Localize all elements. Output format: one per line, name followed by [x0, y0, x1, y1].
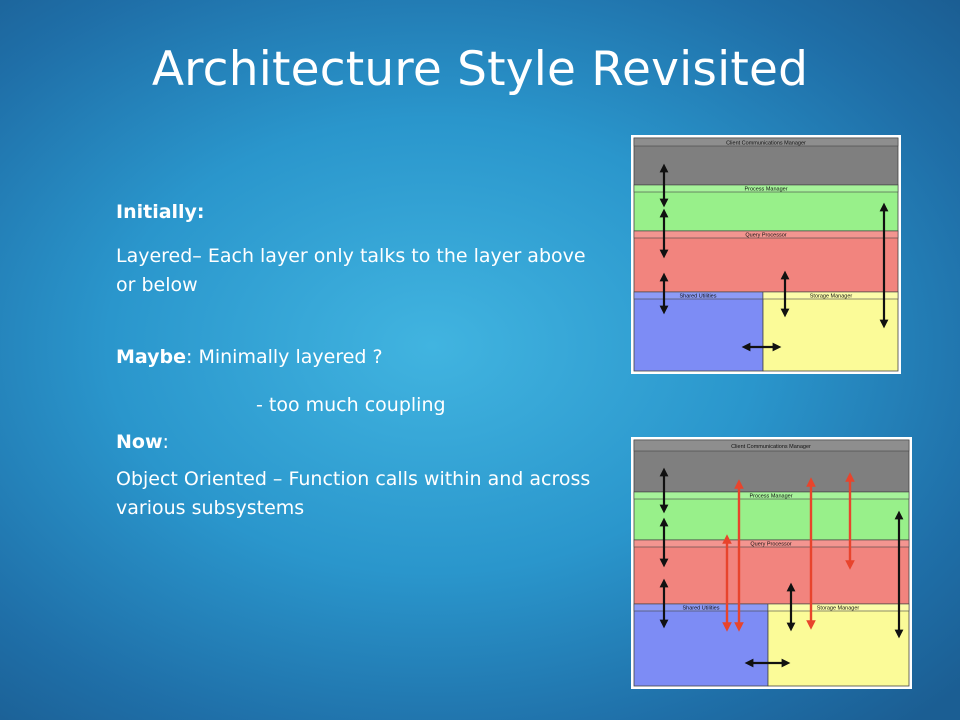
- query-label: Query Processor: [750, 542, 791, 548]
- shared-label: Shared Utilities: [680, 294, 717, 300]
- coupling-text: - too much coupling: [256, 394, 446, 416]
- initially-label: Initially:: [116, 201, 205, 223]
- process-header: [633, 184, 899, 193]
- client-label: Client Communications Manager: [726, 141, 806, 147]
- object-oriented-architecture-diagram: Client Communications Manager Process Ma…: [631, 437, 912, 689]
- process-header: [633, 491, 910, 500]
- process-label: Process Manager: [744, 187, 787, 193]
- maybe-line: Maybe: Minimally layered ?: [116, 343, 383, 372]
- process-manager-box: [633, 184, 899, 232]
- shared-utilities-box: [633, 603, 769, 687]
- client-header: [633, 439, 910, 452]
- now-line: Now:: [116, 428, 169, 457]
- client-label: Client Communications Manager: [731, 444, 811, 450]
- layered-architecture-diagram: Client Communications Manager Process Ma…: [631, 135, 901, 374]
- process-label: Process Manager: [749, 494, 792, 500]
- maybe-label: Maybe: [116, 346, 187, 368]
- query-processor-box: [633, 539, 910, 605]
- client-header: [633, 137, 899, 147]
- slide-title: Architecture Style Revisited: [151, 42, 809, 97]
- query-processor-box: [633, 230, 899, 293]
- layered-text: Layered– Each layer only talks to the la…: [116, 245, 586, 296]
- shared-utilities-box: [633, 291, 764, 372]
- storage-label: Storage Manager: [810, 294, 853, 300]
- storage-manager-box: [767, 603, 910, 687]
- now-suffix: :: [162, 431, 169, 453]
- now-label: Now: [116, 431, 163, 453]
- storage-header: [767, 603, 910, 612]
- query-header: [633, 230, 899, 239]
- storage-label: Storage Manager: [817, 606, 860, 612]
- maybe-text: : Minimally layered ?: [186, 346, 383, 368]
- query-header: [633, 539, 910, 548]
- shared-label: Shared Utilities: [683, 606, 720, 612]
- storage-header: [762, 291, 899, 300]
- storage-manager-box: [762, 291, 899, 372]
- query-label: Query Processor: [745, 233, 786, 239]
- object-oriented-text: Object Oriented – Function calls within …: [116, 468, 591, 519]
- process-manager-box: [633, 491, 910, 541]
